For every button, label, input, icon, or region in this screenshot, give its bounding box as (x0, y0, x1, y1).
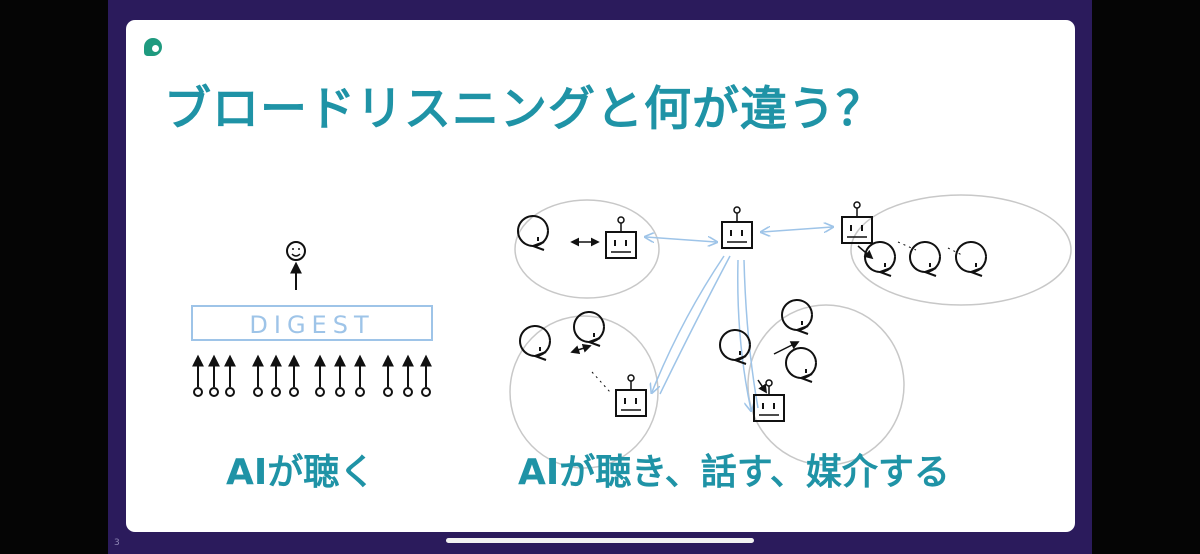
network-diagram (509, 194, 1072, 469)
center-robot-icon (721, 206, 753, 249)
left-letterbox (0, 0, 108, 554)
caption-ai-listens-speaks-mediates: AIが聴き、話す、媒介する (518, 452, 950, 493)
right-letterbox (1092, 0, 1200, 554)
home-indicator[interactable] (446, 538, 754, 543)
slide-title: ブロードリスニングと何が違う？ (164, 82, 884, 137)
digest-label: DIGEST (249, 311, 374, 339)
page-number: 3 (114, 538, 120, 548)
slide: ブロードリスニングと何が違う？ (126, 20, 1075, 532)
sketch-illustration: DIGEST (191, 194, 1072, 469)
caption-ai-listens: AIが聴く (226, 452, 376, 493)
logo-icon (144, 38, 162, 56)
digest-diagram: DIGEST (191, 241, 433, 397)
